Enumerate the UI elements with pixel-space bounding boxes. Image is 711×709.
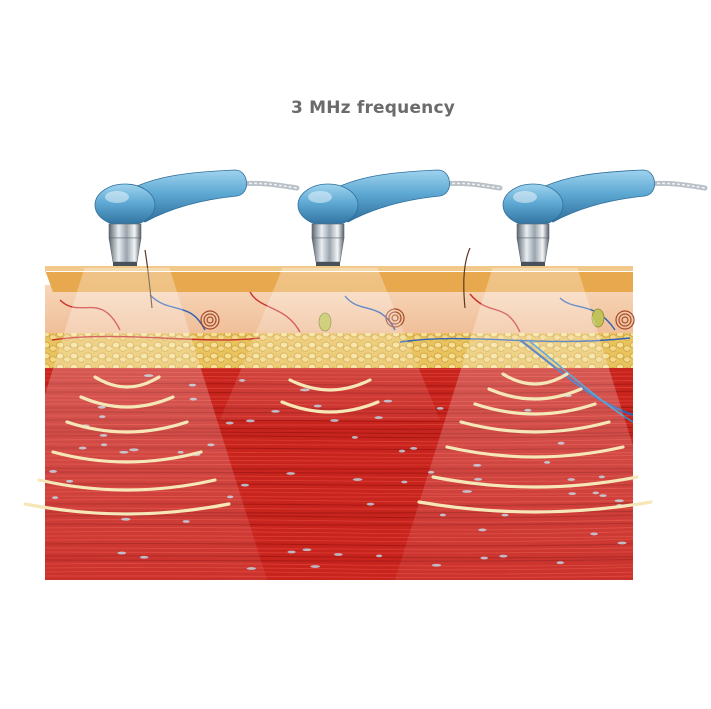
ultrasound-wave [431,475,639,489]
sweat-gland [618,313,632,327]
probe-head [502,183,564,227]
probe-cable [236,180,300,191]
ultrasound-beam [220,268,440,420]
ultrasound-wave [93,375,161,389]
sweat-gland [203,313,217,327]
probe-collar [311,223,345,239]
ultrasound-wave [23,502,231,516]
probe-transducer [516,237,550,263]
probe-head [297,183,359,227]
diagram-title: 3 MHz frequency [290,98,456,118]
cell-nucleus [287,550,296,554]
sweat-gland [200,310,220,330]
sweat-gland [206,316,214,324]
ultrasound-wave [288,378,372,392]
probe-face [521,262,545,266]
probe-transducer [108,237,142,263]
ultrasound-wave [473,402,597,416]
ultrasound-waves [0,268,675,580]
ultrasound-wave [280,400,380,414]
ultrasound-wave [459,420,611,434]
ultrasound-probe-icon [297,169,503,266]
sweat-gland [615,310,635,330]
probe-cable [644,180,708,191]
ultrasound-wave [487,387,583,401]
ultrasound-probe-icon [94,169,300,266]
cell-nucleus [333,553,343,556]
ultrasound-wave [445,445,625,459]
cell-nucleus [352,478,363,481]
cell-nucleus [286,472,296,475]
cell-nucleus [410,446,418,450]
ultrasound-wave [79,395,175,409]
cell-nucleus [240,483,250,487]
ultrasound-wave [65,420,189,434]
probe-face [113,262,137,266]
ultrasound-wave [51,450,203,464]
cell-nucleus [376,554,383,558]
hair [463,247,471,309]
cell-nucleus [401,480,408,484]
cell-nucleus [302,548,312,552]
ultrasound-beam [0,268,267,580]
probe-collar [108,223,142,239]
ultrasound-probe-icon [502,169,708,266]
probe-face [316,262,340,266]
probe-highlight [308,191,332,203]
ultrasound-wave [37,478,217,492]
cell-nucleus [398,449,406,453]
probe-collar [516,223,550,239]
probe-transducer [311,237,345,263]
cell-nucleus [366,502,375,506]
sweat-gland [621,316,629,324]
ultrasound-wave [417,500,653,514]
ultrasound-wave [501,372,569,386]
probe-highlight [105,191,129,203]
cell-nucleus [225,421,234,425]
probes-group [94,169,708,266]
probe-highlight [513,191,537,203]
probe-head [94,183,156,227]
cell-nucleus [351,435,358,439]
cell-nucleus [310,565,320,568]
ultrasound-beam [395,268,675,580]
probe-cable [439,180,503,191]
cell-nucleus [245,419,255,423]
cell-nucleus [436,406,444,410]
